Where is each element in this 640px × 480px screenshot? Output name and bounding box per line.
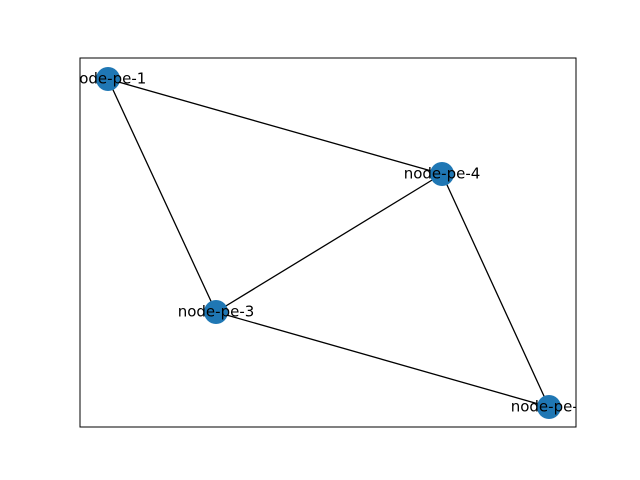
- node-n4: [430, 162, 454, 186]
- node-label-n3: node-pe-3: [178, 303, 255, 321]
- edge-n1-n3: [107, 78, 217, 313]
- edge-n4-n5: [441, 173, 550, 408]
- edge-n3-n5: [215, 311, 550, 408]
- node-label-n4: node-pe-4: [404, 165, 481, 183]
- node-label-n5: node-pe-5: [511, 398, 588, 416]
- nodes-layer: [96, 67, 561, 419]
- node-n3: [204, 300, 228, 324]
- edge-n1-n4: [107, 78, 443, 175]
- labels-layer: node-pe-1 node-pe-3 node-pe-4 node-pe-5: [70, 70, 588, 416]
- edge-n3-n4: [215, 173, 443, 313]
- node-label-n1: node-pe-1: [70, 70, 147, 88]
- edges-layer: [107, 78, 550, 408]
- plot-area: node-pe-1 node-pe-3 node-pe-4 node-pe-5: [70, 67, 588, 419]
- node-n5: [537, 395, 561, 419]
- node-n1: [96, 67, 120, 91]
- plot-frame: [79, 57, 577, 428]
